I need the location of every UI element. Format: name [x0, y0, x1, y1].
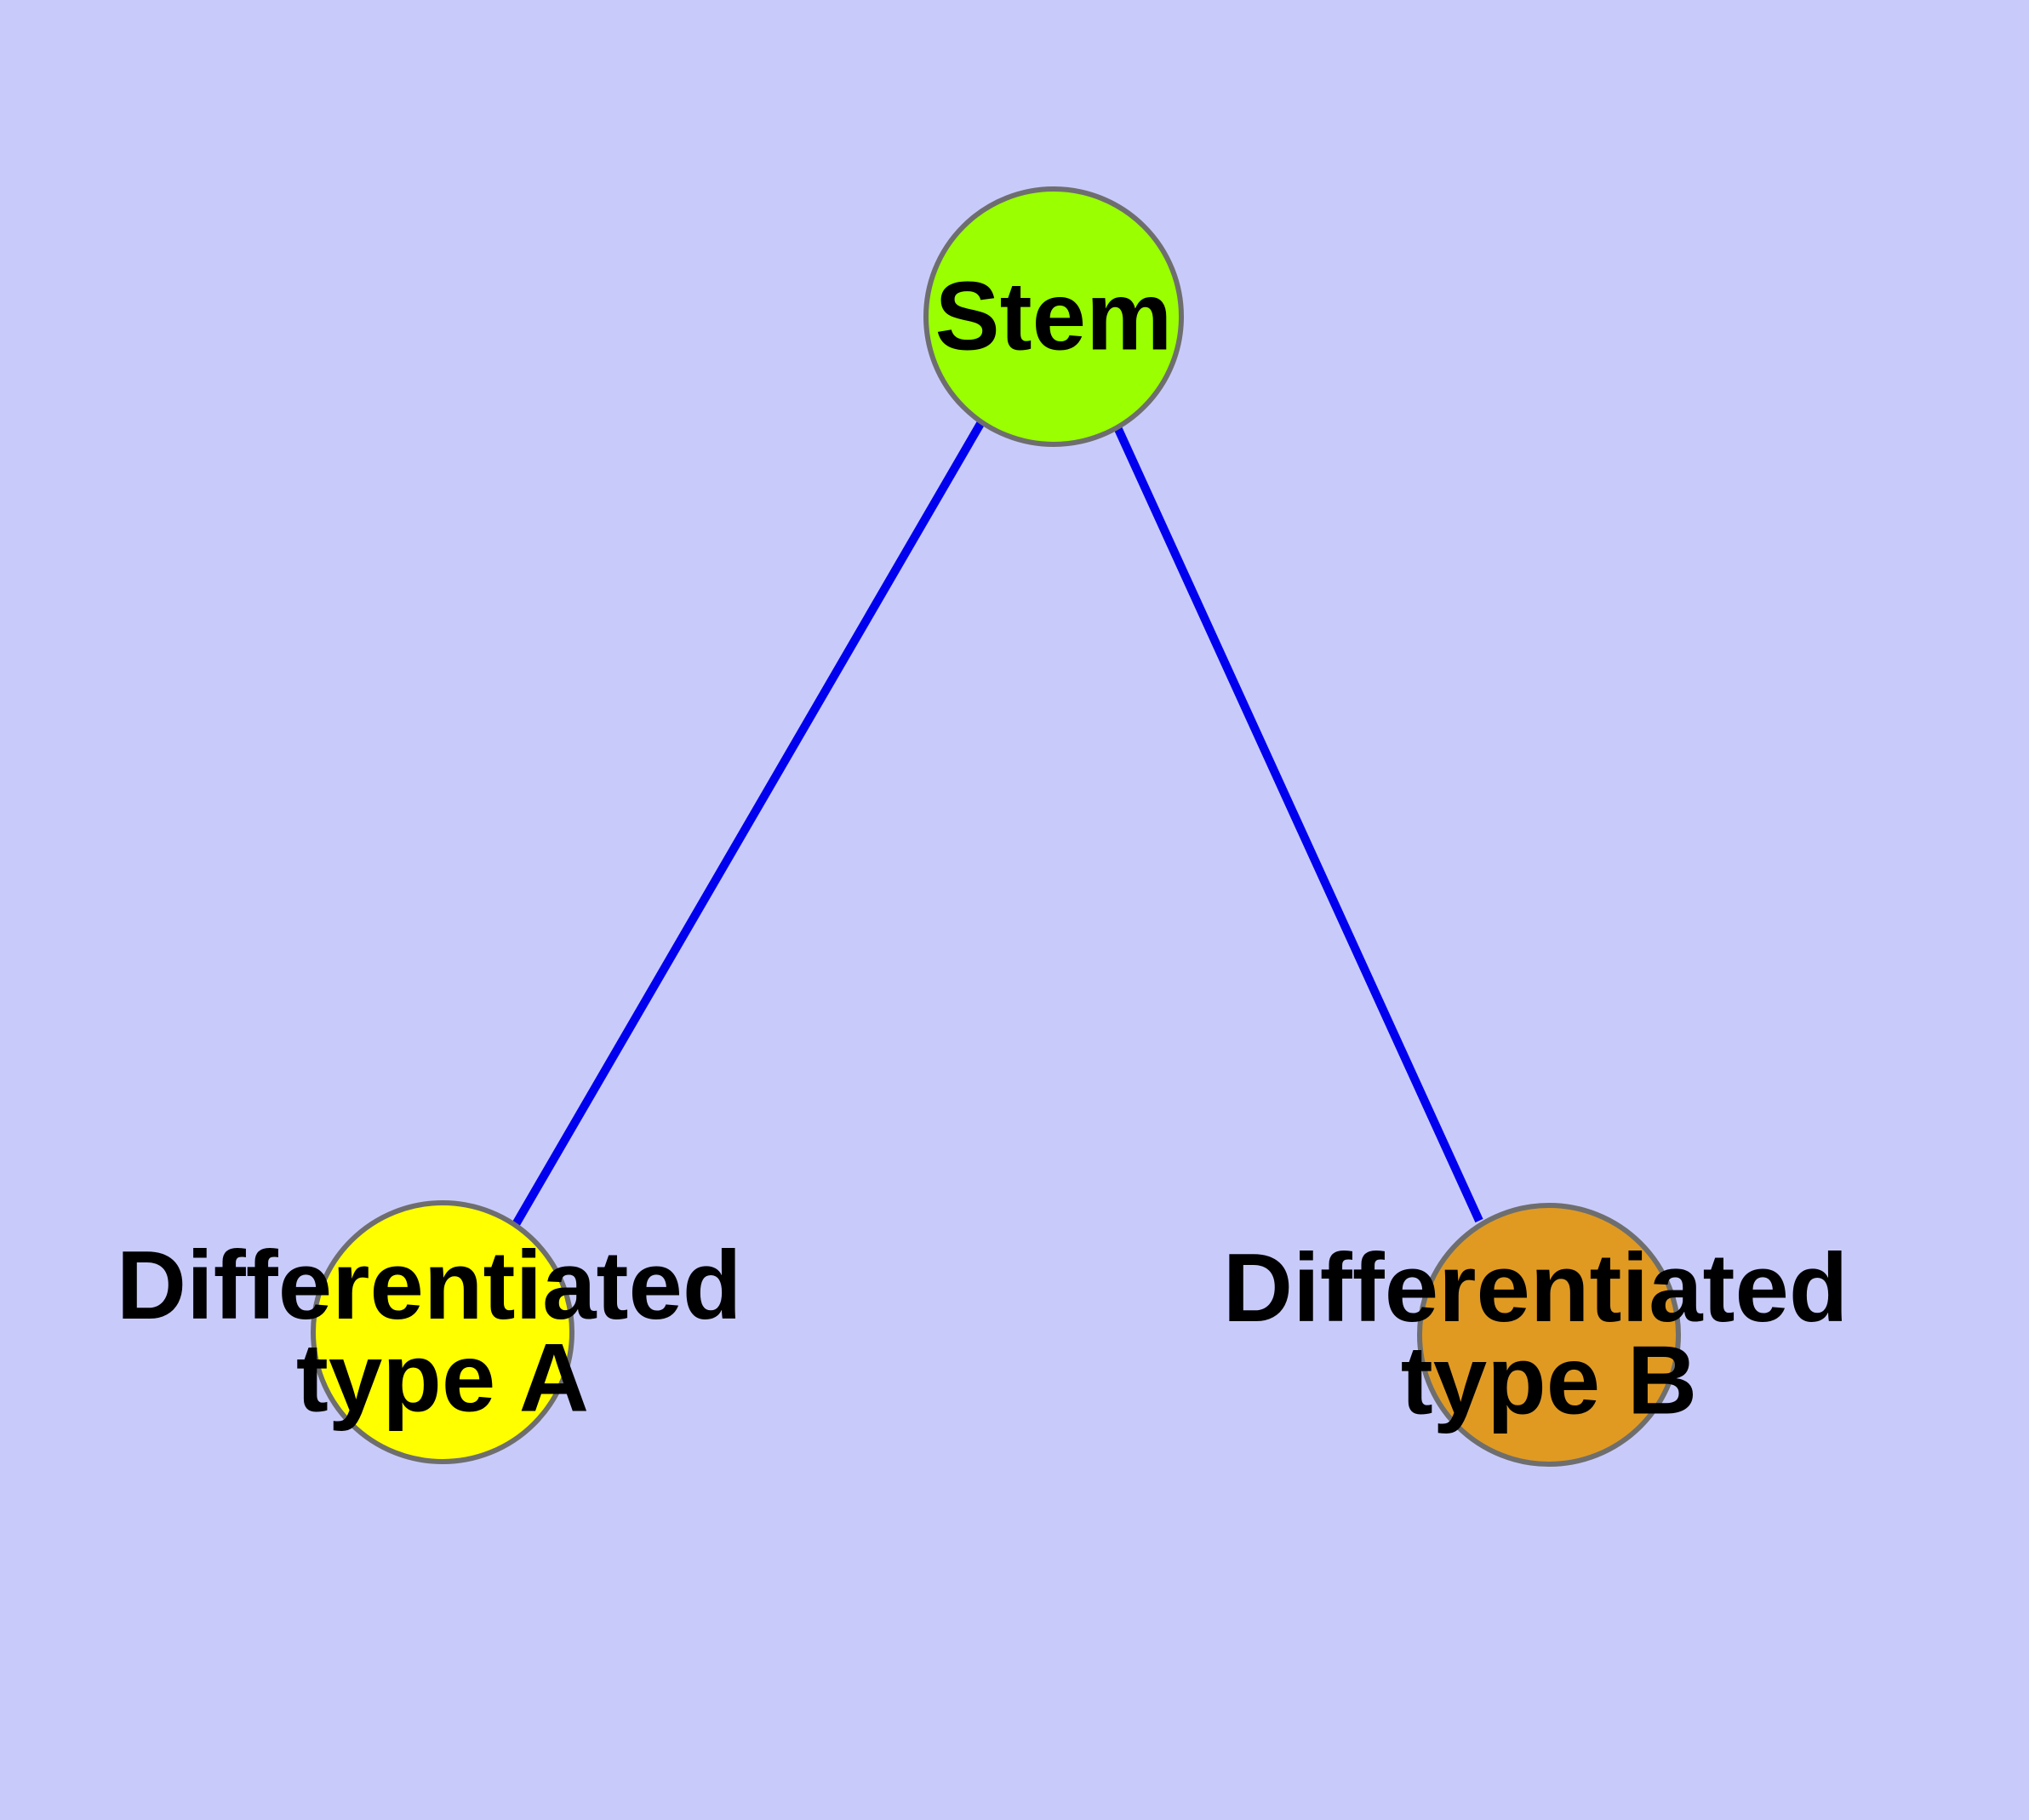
node-differentiated-type-b-label-line-2: type B	[1401, 1327, 1697, 1435]
node-differentiated-type-a[interactable]	[311, 1200, 574, 1464]
node-differentiated-type-b-label: Differentiated type B	[1223, 1228, 1875, 1435]
node-stem-label: Stem	[935, 263, 1173, 371]
nodes-layer	[311, 186, 1681, 1467]
edge-stem-to-differentiated-type-b	[1113, 425, 1483, 1223]
edges-layer	[511, 420, 1483, 1228]
node-stem[interactable]	[923, 186, 1184, 447]
node-differentiated-type-a-label-line-2: type A	[296, 1325, 589, 1433]
node-stem-label-line-1: Stem	[935, 263, 1173, 371]
node-differentiated-type-b-label-line-1: Differentiated	[1223, 1234, 1849, 1342]
node-differentiated-type-b-circle[interactable]	[1417, 1203, 1681, 1467]
labels-layer: Stem Differentiated type A Differentiate…	[117, 263, 1875, 1435]
node-stem-circle[interactable]	[923, 186, 1184, 447]
node-differentiated-type-a-circle[interactable]	[311, 1200, 574, 1464]
edge-stem-to-differentiated-type-a	[511, 420, 986, 1228]
node-differentiated-type-b[interactable]	[1417, 1203, 1681, 1467]
node-differentiated-type-a-label-line-1: Differentiated	[117, 1232, 742, 1340]
node-differentiated-type-a-label: Differentiated type A	[117, 1225, 769, 1433]
